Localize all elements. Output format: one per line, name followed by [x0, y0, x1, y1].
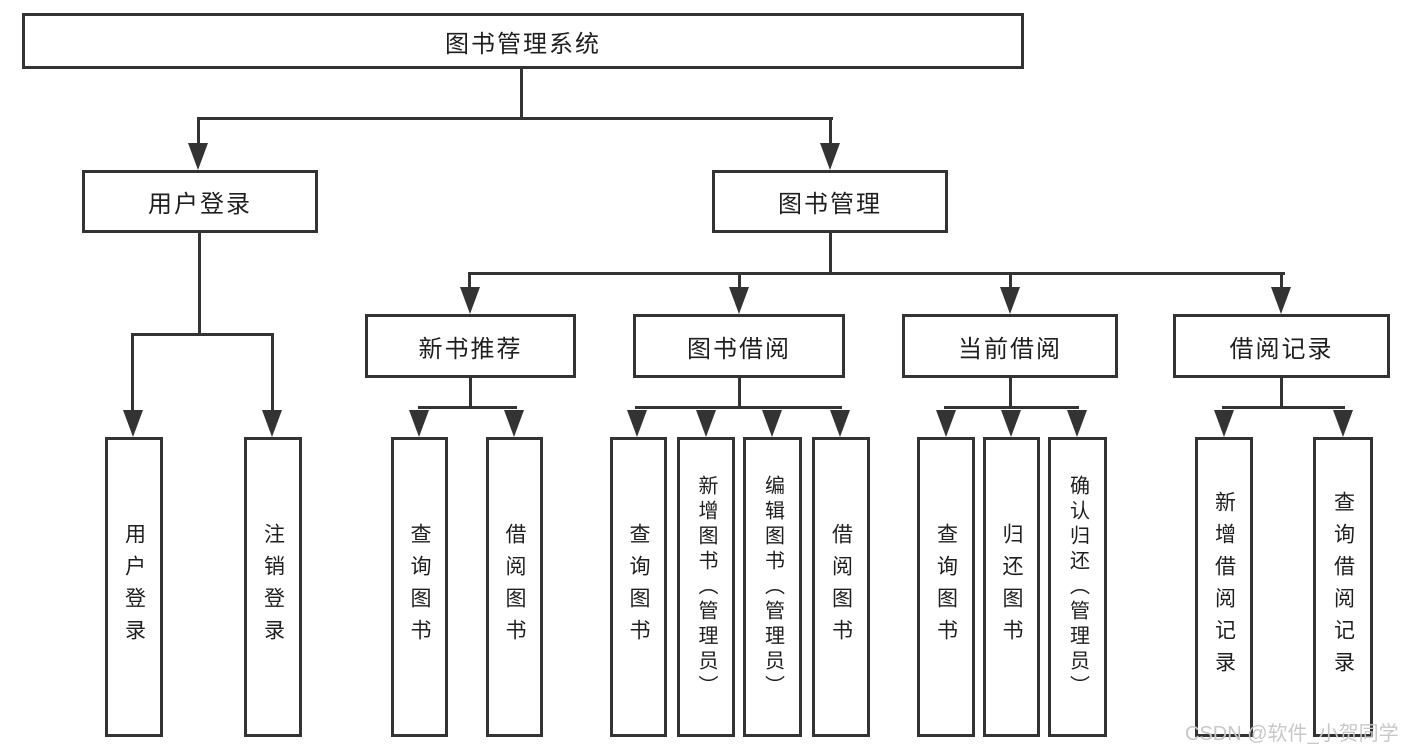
connector-root-stem	[520, 66, 523, 119]
node-book-management-label: 图书管理	[778, 191, 882, 218]
leaf-user-login-label: 用户登录	[122, 523, 146, 651]
arrowhead-down-icon	[504, 410, 524, 437]
node-user-login-label: 用户登录	[148, 191, 252, 218]
connector-current-rail	[944, 406, 1079, 409]
arrowhead-down-icon	[936, 410, 956, 437]
leaf-borrow-books-recommend-label: 借阅图书	[503, 523, 526, 651]
node-root-label: 图书管理系统	[445, 30, 601, 58]
leaf-user-login: 用户登录	[105, 437, 163, 737]
leaf-edit-book-admin: 编辑图书（管理员）	[743, 437, 802, 737]
leaf-query-books-current-label: 查询图书	[934, 523, 958, 651]
connector-stub	[829, 117, 832, 144]
node-borrow-records-label: 借阅记录	[1229, 335, 1334, 363]
leaf-return-book-label: 归还图书	[1000, 523, 1023, 651]
connector-stub	[1280, 272, 1283, 289]
connector-borrow-rail	[635, 406, 842, 409]
arrowhead-down-icon	[627, 410, 647, 437]
connector-userlogin-stem	[198, 232, 201, 336]
leaf-query-books-borrow: 查询图书	[610, 437, 667, 737]
arrowhead-down-icon	[123, 410, 143, 437]
connector-recommend-rail	[418, 406, 517, 409]
connector-stub	[468, 272, 471, 289]
arrowhead-down-icon	[409, 410, 429, 437]
leaf-query-books-recommend: 查询图书	[391, 437, 448, 737]
arrowhead-down-icon	[188, 143, 208, 170]
leaf-query-books-recommend-label: 查询图书	[408, 523, 431, 651]
leaf-return-book: 归还图书	[983, 437, 1040, 737]
arrowhead-down-icon	[460, 287, 480, 314]
node-root: 图书管理系统	[22, 13, 1024, 69]
node-current-borrow: 当前借阅	[902, 314, 1118, 378]
leaf-query-borrow-record-label: 查询借阅记录	[1331, 491, 1355, 683]
connector-records-stem	[1280, 377, 1283, 409]
connector-borrow-stem	[738, 377, 741, 409]
connector-stub	[197, 117, 200, 144]
arrowhead-down-icon	[1001, 410, 1021, 437]
arrowhead-down-icon	[762, 410, 782, 437]
leaf-add-book-admin-label: 新增图书（管理员）	[695, 474, 717, 700]
leaf-confirm-return-admin: 确认归还（管理员）	[1048, 437, 1107, 737]
leaf-borrow-books-borrow: 借阅图书	[812, 437, 870, 737]
leaf-query-books-current: 查询图书	[917, 437, 975, 737]
arrowhead-down-icon	[1333, 410, 1353, 437]
leaf-query-borrow-record: 查询借阅记录	[1313, 437, 1373, 737]
arrowhead-down-icon	[1271, 287, 1291, 314]
connector-level3-rail	[468, 272, 1285, 275]
arrowhead-down-icon	[820, 143, 840, 170]
connector-stub	[271, 333, 274, 412]
arrowhead-down-icon	[696, 410, 716, 437]
connector-current-stem	[1009, 377, 1012, 409]
leaf-add-book-admin: 新增图书（管理员）	[677, 437, 735, 737]
connector-records-rail	[1222, 406, 1345, 409]
leaf-query-books-borrow-label: 查询图书	[627, 523, 650, 651]
node-borrow-records: 借阅记录	[1173, 314, 1390, 378]
node-book-management: 图书管理	[712, 170, 948, 233]
node-new-book-recommend: 新书推荐	[365, 314, 576, 378]
connector-bookmgmt-stem	[829, 232, 832, 275]
node-new-book-recommend-label: 新书推荐	[418, 335, 523, 363]
connector-userlogin-rail	[131, 333, 274, 336]
arrowhead-down-icon	[1214, 410, 1234, 437]
arrowhead-down-icon	[1067, 410, 1087, 437]
connector-stub	[1009, 272, 1012, 289]
leaf-borrow-books-borrow-label: 借阅图书	[829, 523, 853, 651]
node-user-login: 用户登录	[82, 170, 318, 233]
connector-recommend-stem	[469, 377, 472, 409]
arrowhead-down-icon	[729, 287, 749, 314]
watermark: CSDN @软件_小贺同学	[1185, 723, 1399, 745]
leaf-confirm-return-admin-label: 确认归还（管理员）	[1066, 474, 1089, 700]
leaf-borrow-books-recommend: 借阅图书	[486, 437, 543, 737]
connector-stub	[131, 333, 134, 412]
node-current-borrow-label: 当前借阅	[958, 335, 1062, 363]
leaf-add-borrow-record: 新增借阅记录	[1195, 437, 1253, 737]
connector-stub	[738, 272, 741, 289]
arrowhead-down-icon	[830, 410, 850, 437]
arrowhead-down-icon	[262, 410, 282, 437]
node-book-borrow-label: 图书借阅	[687, 335, 791, 363]
leaf-logout: 注销登录	[244, 437, 302, 737]
arrowhead-down-icon	[1000, 287, 1020, 314]
leaf-logout-label: 注销登录	[261, 523, 285, 651]
connector-level2-rail	[197, 117, 833, 120]
leaf-add-borrow-record-label: 新增借阅记录	[1212, 491, 1236, 683]
node-book-borrow: 图书借阅	[633, 314, 845, 378]
leaf-edit-book-admin-label: 编辑图书（管理员）	[761, 474, 784, 700]
